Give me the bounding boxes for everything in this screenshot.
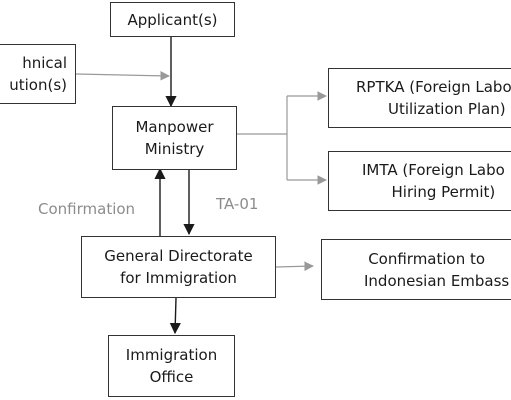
node-directorate-line-1: General Directorate	[104, 247, 253, 265]
edge-label-ta01: TA-01	[216, 195, 259, 213]
node-embassy-line-1: Confirmation to	[368, 249, 486, 268]
arrow-directorate-to-office	[169, 297, 181, 335]
node-applicant: Applicant(s)	[110, 2, 235, 37]
node-imta-line-1: IMTA (Foreign Labo	[362, 161, 505, 179]
node-rptka: RPTKA (Foreign Labo Utilization Plan)	[328, 68, 511, 128]
node-imta-line-2: Hiring Permit)	[391, 183, 496, 201]
node-manpower-line-1: Manpower	[135, 118, 214, 136]
node-manpower-ministry: Manpower Ministry	[112, 106, 237, 170]
arrow-technical-to-flow	[75, 71, 170, 81]
node-manpower-line-2: Ministry	[144, 140, 205, 158]
node-general-directorate-immigration: General Directorate for Immigration	[81, 236, 276, 298]
node-technical-line-2: ution(s)	[9, 76, 67, 94]
node-office-line-2: Office	[149, 368, 194, 386]
node-immigration-office: Immigration Office	[108, 335, 235, 397]
node-technical-line-1: hnical	[22, 54, 67, 72]
node-imta: IMTA (Foreign Labo Hiring Permit)	[328, 151, 511, 211]
node-embassy-line-2: Indonesian Embass	[364, 271, 510, 290]
edge-label-confirmation: Confirmation	[38, 200, 136, 218]
node-directorate-line-2: for Immigration	[120, 269, 237, 287]
node-technical-institutions: hnical ution(s)	[0, 44, 76, 104]
node-rptka-line-2: Utilization Plan)	[387, 100, 506, 118]
arrow-directorate-to-embassy	[275, 261, 314, 272]
node-rptka-line-1: RPTKA (Foreign Labo	[356, 78, 511, 96]
node-office-line-1: Immigration	[125, 346, 218, 364]
node-applicant-line-1: Applicant(s)	[127, 10, 218, 29]
node-embassy-confirmation: Confirmation to Indonesian Embass	[321, 239, 511, 300]
